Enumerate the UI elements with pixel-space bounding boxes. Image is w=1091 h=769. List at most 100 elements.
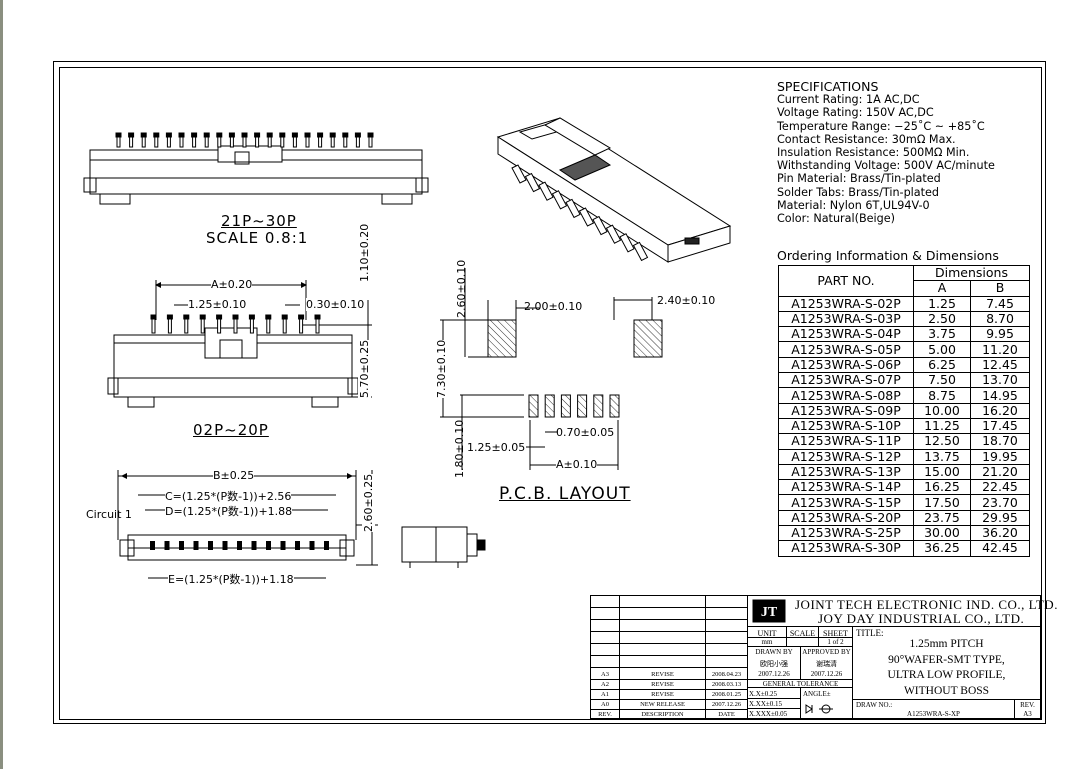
desc-head: DESCRIPTION	[641, 711, 684, 718]
title-line: 1.25mm PITCH	[909, 638, 984, 650]
approved-by-name: 谢瑞清	[816, 660, 837, 668]
pin-tip	[266, 132, 273, 138]
pin	[524, 172, 541, 193]
spec-line: Temperature Range: −25˚C ~ +85˚C	[777, 119, 985, 133]
front-view	[107, 280, 372, 408]
part-number-cell: A1253WRA-S-07P	[778, 372, 914, 389]
view-label-21p-30p: 21P~30P	[221, 212, 297, 230]
pin-tip	[203, 132, 210, 138]
view-label-02p-20p: 02P~20P	[193, 421, 269, 439]
dim-pitch: 1.25±0.10	[188, 298, 247, 311]
pin-tip	[166, 314, 173, 320]
svg-text:JT: JT	[761, 605, 778, 620]
spec-line: Pin Material: Brass/Tin-plated	[777, 172, 941, 186]
date-head: DATE	[718, 711, 735, 718]
dim-a-cell: 11.25	[913, 417, 971, 435]
pad	[577, 394, 588, 418]
specifications-block: SPECIFICATIONS Current Rating: 1A AC,DC …	[777, 80, 995, 225]
pin-tip	[150, 314, 157, 320]
pin	[193, 541, 199, 550]
specifications-heading: SPECIFICATIONS	[777, 79, 879, 94]
pad	[560, 394, 571, 418]
pin-tip	[342, 132, 349, 138]
drawing-inner-border	[59, 67, 1042, 720]
dim-pin-width: 0.30±0.10	[306, 298, 365, 311]
pin	[295, 541, 300, 550]
top-view-pins	[115, 132, 374, 148]
pin	[208, 541, 213, 550]
drawing-title: 1.25mm PITCH 90°WAFER-SMT TYPE, ULTRA LO…	[853, 637, 1040, 699]
pcb-layout	[440, 268, 663, 470]
pin	[511, 164, 527, 184]
angle-label: ANGLE±	[803, 690, 831, 698]
pin-tip	[291, 132, 298, 138]
pin	[266, 541, 271, 550]
revision-desc: REVISE	[651, 671, 674, 678]
pin-tip	[228, 132, 235, 138]
pin	[324, 541, 329, 550]
pin	[237, 541, 242, 550]
pin	[179, 541, 184, 550]
bottom-view-pins	[150, 541, 329, 550]
pin-tip	[199, 314, 206, 320]
title-line: ULTRA LOW PROFILE,	[887, 669, 1006, 681]
pcb-dim-pad-w2: 2.40±0.10	[657, 294, 716, 307]
spec-line: Contact Resistance: 30mΩ Max.	[777, 132, 956, 146]
pcb-dim-a: A±0.10	[556, 458, 598, 471]
spec-line: Current Rating: 1A AC,DC	[777, 93, 920, 107]
rev-label: REV.	[1020, 701, 1035, 709]
pin	[164, 541, 170, 550]
revision-rev: A2	[601, 681, 609, 688]
title-line: 90°WAFER-SMT TYPE,	[888, 653, 1005, 666]
revision-date: 2008.01.25	[711, 691, 742, 698]
pcb-pads	[528, 394, 620, 418]
pin-tip	[140, 132, 147, 138]
spec-line: Color: Natural(Beige)	[777, 212, 895, 226]
revision-date: 2008.04.23	[711, 671, 742, 678]
pin-tip	[354, 132, 361, 138]
pin	[551, 190, 568, 210]
pin	[251, 541, 257, 550]
pin	[309, 541, 315, 550]
pin-tip	[115, 132, 122, 138]
title-label: TITLE:	[856, 628, 884, 638]
pcb-dim-pin-w: 0.70±0.05	[556, 426, 615, 439]
dim-b-cell: 9.95	[970, 326, 1030, 343]
pin	[632, 241, 649, 262]
dim-b-cell: 42.45	[970, 540, 1030, 557]
dim-a-cell: 16.25	[913, 479, 971, 496]
pin-tip	[165, 132, 172, 138]
pin	[592, 215, 608, 236]
pin	[565, 198, 581, 219]
dim-b: B±0.25	[213, 469, 255, 482]
draw-no-value: A1253WRA-S-XP	[907, 710, 960, 718]
pin	[222, 541, 228, 550]
isometric-pins	[511, 164, 649, 262]
spec-line: Voltage Rating: 150V AC,DC	[777, 106, 934, 120]
dim-b-cell: 18.70	[970, 433, 1030, 450]
front-view-pins	[150, 314, 321, 334]
dim-b-cell: 23.70	[970, 494, 1030, 511]
pin-tip	[265, 314, 272, 320]
pad	[528, 394, 539, 418]
dim-e: E=(1.25*(P数-1))+1.18	[168, 571, 294, 587]
window-left-edge	[0, 0, 3, 769]
dim-a-cell: 17.50	[913, 494, 971, 511]
unit-value: mm	[761, 638, 773, 646]
pin-tip	[191, 132, 198, 138]
pcb-layout-label: P.C.B. LAYOUT	[499, 484, 631, 504]
pin-tip	[298, 314, 305, 320]
part-number-cell: A1253WRA-S-02P	[778, 295, 914, 312]
pin-tip	[367, 132, 374, 138]
pin	[150, 541, 155, 550]
dim-b-cell: 22.45	[970, 479, 1030, 496]
pin-tip	[329, 132, 336, 138]
pad	[593, 394, 604, 418]
spec-line: Solder Tabs: Brass/Tin-plated	[777, 185, 940, 199]
pin-tip	[232, 314, 239, 320]
